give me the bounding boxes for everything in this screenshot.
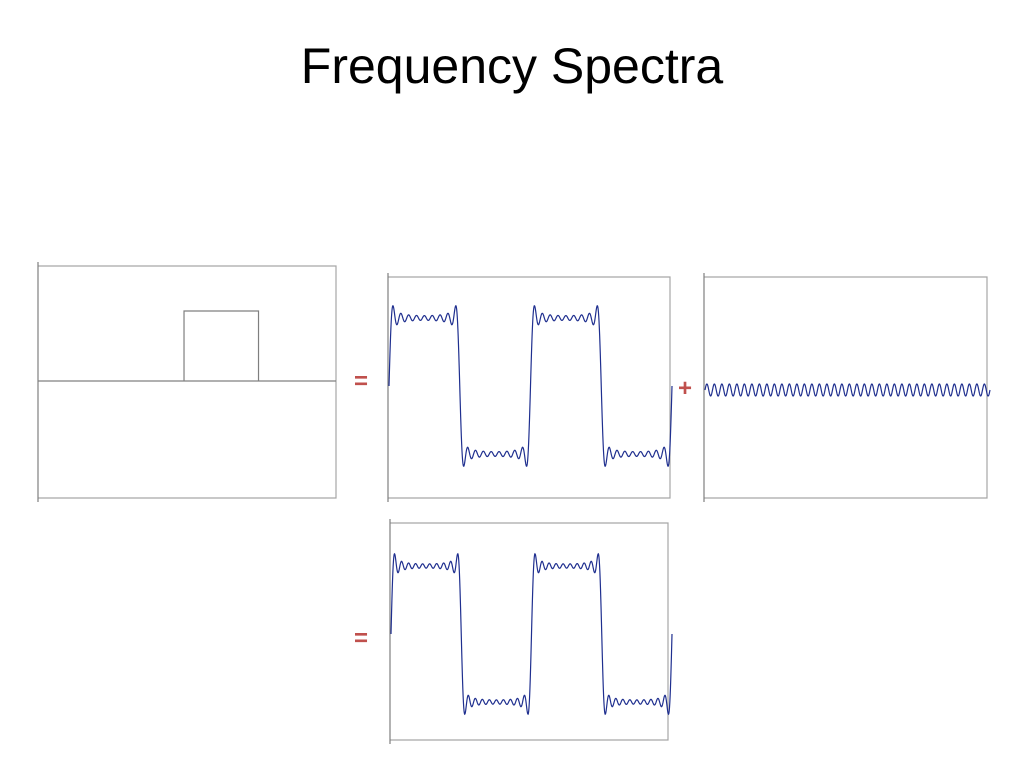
equals-sign-result: = [354,625,368,652]
spectrum-frame [38,265,337,499]
residual-wave-panel [703,273,991,502]
result-square-wave-curve [390,552,673,716]
square-wave-approx-curve [388,305,673,467]
residual-sine-curve [704,383,991,397]
spectrum-panel [37,262,337,502]
result-wave-panel [389,519,673,744]
residual-frame [704,276,988,499]
square-wave-approx-panel [387,273,673,502]
slide-title: Frequency Spectra [300,38,724,94]
result-frame [390,522,669,741]
equals-sign: = [354,368,368,395]
approx-frame [388,276,671,499]
plus-sign: + [678,375,692,402]
spectrum-box [183,310,260,381]
